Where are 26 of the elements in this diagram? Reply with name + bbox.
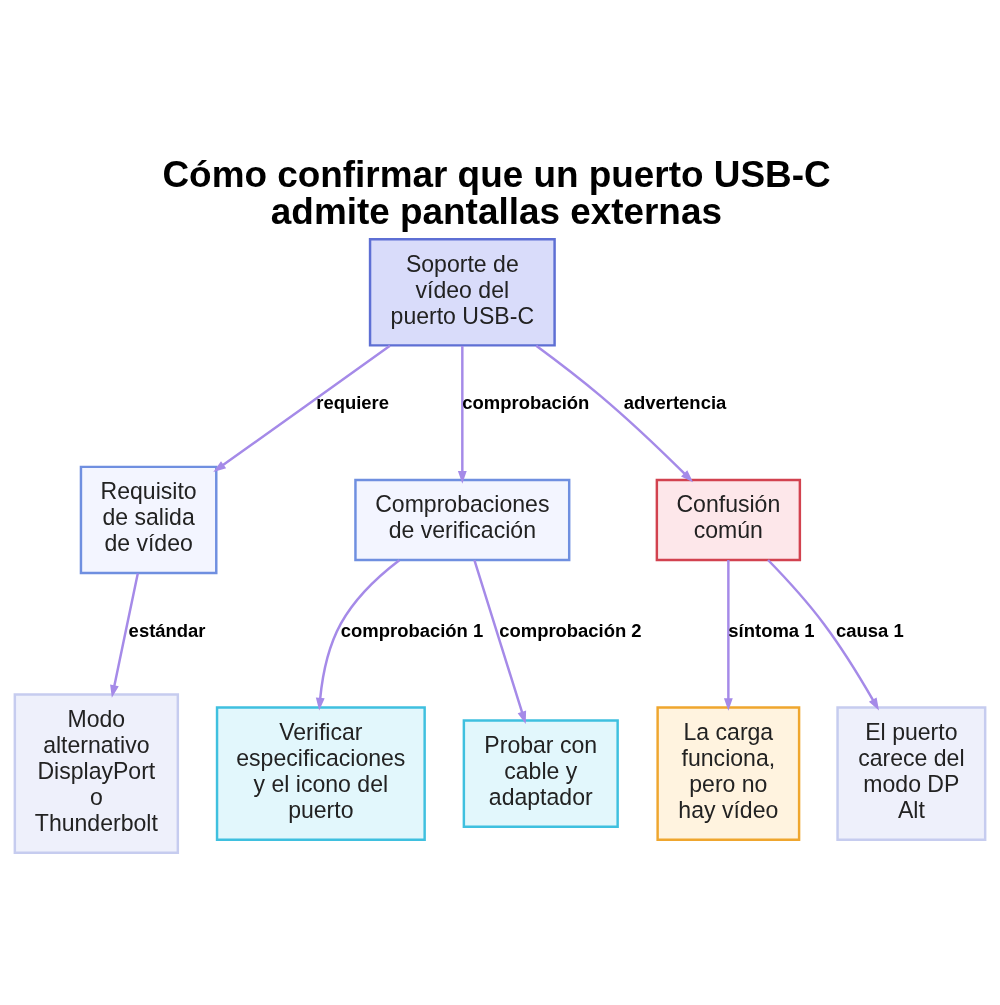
edge-label: comprobación [462,391,590,413]
arrow [723,559,733,711]
edge-label: requiere [316,391,389,413]
node-box: Probar con cable y adaptador [462,718,619,828]
arrow [767,558,879,711]
node-box: Comprobaciones de verificación [354,478,571,561]
arrow [457,345,467,484]
edge-label: estándar [128,619,206,641]
arrow [110,572,139,698]
arrow [213,344,391,472]
arrow [473,559,527,724]
node-box: Confusión común [655,478,802,561]
arrow [315,558,401,711]
arrow [535,344,694,482]
edge-label: comprobación 1 [340,619,484,641]
node-box: Modo alternativo DisplayPort o Thunderbolt [13,692,180,854]
node-box: Requisito de salida de vídeo [79,465,218,574]
node-box: Verificar especificaciones y el icono del puerto [215,705,426,841]
node-box: El puerto carece del modo DP Alt [836,705,987,841]
edge-label: advertencia [623,391,727,413]
edge-label: causa 1 [836,619,904,641]
node-box: La carga funciona, pero no hay vídeo [656,705,801,841]
edge-label: comprobación 2 [499,619,642,641]
diagram-title: Cómo confirmar que un puerto USB-C admite pantallas externas [162,153,831,232]
edge-label: síntoma 1 [728,619,815,641]
node-box: Soporte de vídeo del puerto USB-C [368,237,556,347]
